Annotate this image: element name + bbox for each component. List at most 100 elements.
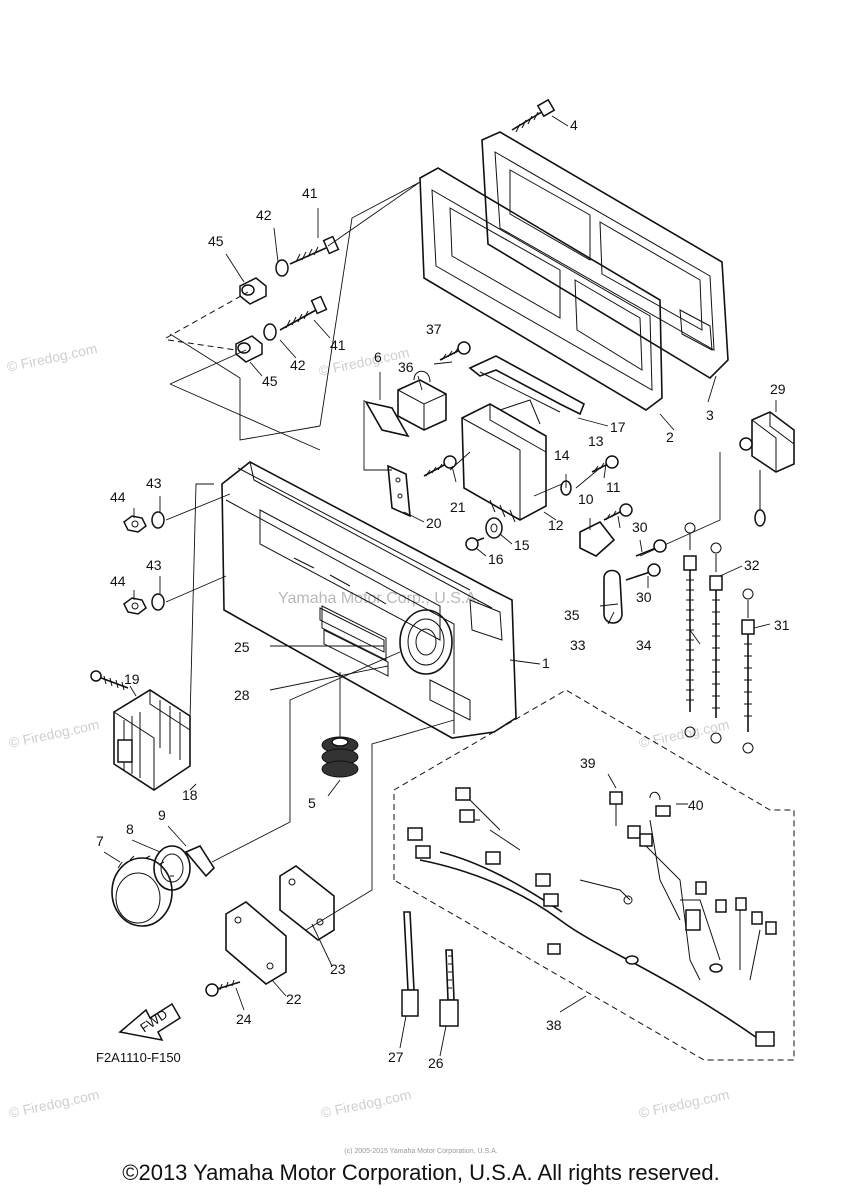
lead-31 — [741, 588, 755, 754]
callout-30a: 30 — [632, 519, 648, 535]
callout-39: 39 — [580, 755, 596, 771]
screw-37 — [439, 341, 471, 361]
assembly-line-k — [533, 467, 601, 497]
callout-27: 27 — [388, 1049, 404, 1065]
callout-6: 6 — [374, 349, 382, 365]
assembly-line-j — [363, 400, 471, 471]
bolt-4 — [511, 98, 556, 133]
assembly-line-d — [319, 181, 421, 427]
callout-43b: 43 — [146, 557, 162, 573]
washer-43-upper — [151, 511, 165, 529]
assembly-line-a — [165, 291, 249, 339]
tiny-copyright: (c) 2005-2015 Yamaha Motor Corporation, … — [344, 1148, 498, 1155]
grommet-5 — [321, 672, 359, 778]
bolt-30-upper — [635, 539, 667, 557]
washer-43-lower — [151, 593, 165, 611]
leaders — [103, 115, 777, 1057]
callout-3: 3 — [706, 407, 714, 423]
callout-41b: 41 — [330, 337, 346, 353]
callout-25: 25 — [234, 639, 250, 655]
watermark-5: © Firedog.com — [319, 1086, 412, 1121]
cap-33 — [603, 569, 623, 624]
watermark-center: Yamaha Motor Corp., U.S.A. — [278, 590, 480, 607]
callout-21: 21 — [450, 499, 466, 515]
callout-4: 4 — [570, 117, 578, 133]
diagram-code: F2A1110-F150 — [96, 1050, 181, 1065]
callout-42a: 42 — [256, 207, 272, 223]
callout-10: 10 — [578, 491, 594, 507]
nut-44-lower — [123, 597, 147, 615]
tie-27 — [401, 911, 419, 1017]
callout-24: 24 — [236, 1011, 252, 1027]
watermark-left: © Firedog.com — [5, 340, 98, 375]
strap-17 — [468, 355, 586, 416]
lead-34 — [683, 522, 697, 738]
lead-32 — [709, 542, 723, 744]
callout-34: 34 — [636, 637, 652, 653]
callout-35: 35 — [564, 607, 580, 623]
rectifier-18 — [113, 689, 191, 791]
bolt-30-lower — [625, 563, 661, 581]
callout-22: 22 — [286, 991, 302, 1007]
collar-45-lower — [235, 335, 263, 363]
callout-32: 32 — [744, 557, 760, 573]
wire-harness-38 — [407, 787, 777, 1047]
assembly-line-e — [169, 333, 321, 441]
callout-38: 38 — [546, 1017, 562, 1033]
label-25 — [319, 607, 385, 653]
nut-44-upper — [123, 515, 147, 533]
callout-1: 1 — [542, 655, 550, 671]
label-28 — [323, 629, 389, 677]
callout-28: 28 — [234, 687, 250, 703]
relay-29 — [739, 411, 795, 527]
watermark-4: © Firedog.com — [7, 1086, 100, 1121]
callout-12: 12 — [548, 517, 564, 533]
screw-24 — [205, 979, 241, 997]
housing-1 — [221, 461, 517, 739]
callout-7: 7 — [96, 833, 104, 849]
copyright-footer: ©2013 Yamaha Motor Corporation, U.S.A. A… — [122, 1160, 720, 1185]
tie-26 — [439, 949, 459, 1027]
callout-18: 18 — [182, 787, 198, 803]
callout-45a: 45 — [208, 233, 224, 249]
plate-22 — [225, 901, 287, 985]
callout-44a: 44 — [110, 489, 126, 505]
assembly-line-l — [639, 452, 721, 557]
assembly-line-i — [305, 719, 455, 931]
callout-23: 23 — [330, 961, 346, 977]
watermark-2: © Firedog.com — [7, 716, 100, 751]
cover-7 — [111, 855, 174, 927]
plate-23 — [279, 865, 335, 941]
bolt-41-lower — [279, 295, 328, 331]
callout-26: 26 — [428, 1055, 444, 1071]
cdi-unit-12 — [461, 399, 547, 523]
assembly-line-h — [211, 651, 401, 863]
watermark-6: © Firedog.com — [637, 1086, 730, 1121]
connector-40 — [649, 791, 671, 817]
collar-15 — [485, 517, 503, 539]
callout-30b: 30 — [636, 589, 652, 605]
fwd-arrow: FWD — [118, 1002, 182, 1042]
callout-11: 11 — [606, 479, 621, 495]
callout-14: 14 — [554, 447, 570, 463]
callout-45b: 45 — [262, 373, 278, 389]
callout-33: 33 — [570, 637, 586, 653]
callout-20: 20 — [426, 515, 442, 531]
callout-44b: 44 — [110, 573, 126, 589]
callout-5: 5 — [308, 795, 316, 811]
callout-36: 36 — [398, 359, 414, 375]
bracket-10 — [579, 520, 616, 557]
callout-40: 40 — [688, 797, 704, 813]
callout-19: 19 — [124, 671, 140, 687]
callout-9: 9 — [158, 807, 166, 823]
relay-36 — [397, 370, 447, 431]
screw-21 — [423, 455, 457, 477]
grommet-8 — [153, 845, 191, 891]
assembly-line-g — [189, 483, 214, 721]
callout-8: 8 — [126, 821, 134, 837]
clamp-9 — [184, 844, 216, 878]
connector-39 — [609, 791, 623, 826]
callout-2: 2 — [666, 429, 674, 445]
callout-43a: 43 — [146, 475, 162, 491]
